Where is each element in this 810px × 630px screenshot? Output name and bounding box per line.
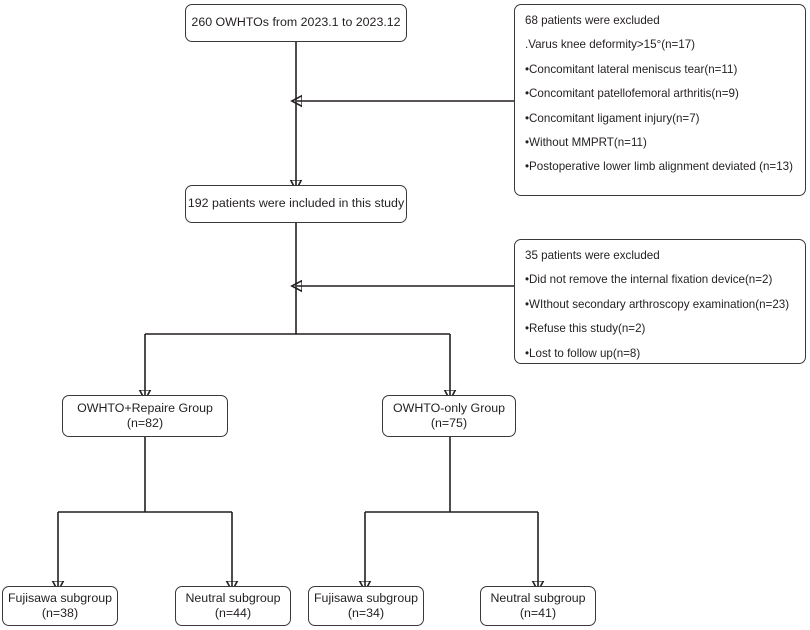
exclusion-1-item-5: •Without MMPRT(n=11) xyxy=(525,136,647,150)
exclusion-1-item-2: •Concomitant lateral meniscus tear(n=11) xyxy=(525,62,738,76)
node-exclusion-box-2: 35 patients were excluded •Did not remov… xyxy=(514,239,806,364)
subgroup-3-count: (n=34) xyxy=(347,606,385,620)
group-only-count: (n=75) xyxy=(430,416,468,430)
subgroup-1-label: Fujisawa subgroup xyxy=(7,590,112,605)
exclusion-2-item-2: •WIthout secondary arthroscopy examinati… xyxy=(525,297,790,311)
exclusion-1-item-3: •Concomitant patellofemoral arthritis(n=… xyxy=(525,87,739,101)
node-subgroup-neutral-repair: Neutral subgroup (n=44) xyxy=(175,586,291,626)
node-included-patients-label: 192 patients were included in this study xyxy=(187,196,405,211)
node-exclusion-box-1: 68 patients were excluded .Varus knee de… xyxy=(514,4,806,196)
node-total-owhtos-label: 260 OWHTOs from 2023.1 to 2023.12 xyxy=(191,15,401,30)
node-subgroup-fujisawa-repair: Fujisawa subgroup (n=38) xyxy=(2,586,118,626)
exclusion-2-heading: 35 patients were excluded xyxy=(525,249,660,262)
subgroup-2-count: (n=44) xyxy=(214,606,252,620)
subgroup-3-label: Fujisawa subgroup xyxy=(313,590,418,605)
subgroup-4-count: (n=41) xyxy=(519,606,557,620)
exclusion-2-item-3: •Refuse this study(n=2) xyxy=(525,322,646,336)
group-repair-count: (n=82) xyxy=(126,416,164,430)
node-subgroup-neutral-only: Neutral subgroup (n=41) xyxy=(480,586,596,626)
node-included-patients: 192 patients were included in this study xyxy=(185,185,407,223)
exclusion-2-item-4: •Lost to follow up(n=8) xyxy=(525,346,641,360)
subgroup-4-label: Neutral subgroup xyxy=(490,590,586,605)
exclusion-1-heading: 68 patients were excluded xyxy=(525,14,660,27)
exclusion-1-item-1: .Varus knee deformity>15°(n=17) xyxy=(525,38,696,52)
group-only-label: OWHTO-only Group xyxy=(393,400,505,415)
node-subgroup-fujisawa-only: Fujisawa subgroup (n=34) xyxy=(308,586,424,626)
node-group-owhto-only: OWHTO-only Group (n=75) xyxy=(382,395,516,437)
node-total-owhtos: 260 OWHTOs from 2023.1 to 2023.12 xyxy=(185,4,407,42)
subgroup-1-count: (n=38) xyxy=(41,606,79,620)
exclusion-1-item-4: •Concomitant ligament injury(n=7) xyxy=(525,111,700,125)
node-group-owhto-repair: OWHTO+Repaire Group (n=82) xyxy=(62,395,228,437)
exclusion-2-item-1: •Did not remove the internal fixation de… xyxy=(525,273,773,287)
exclusion-1-item-6: •Postoperative lower limb alignment devi… xyxy=(525,160,793,174)
subgroup-2-label: Neutral subgroup xyxy=(185,590,281,605)
group-repair-label: OWHTO+Repaire Group xyxy=(77,400,213,415)
